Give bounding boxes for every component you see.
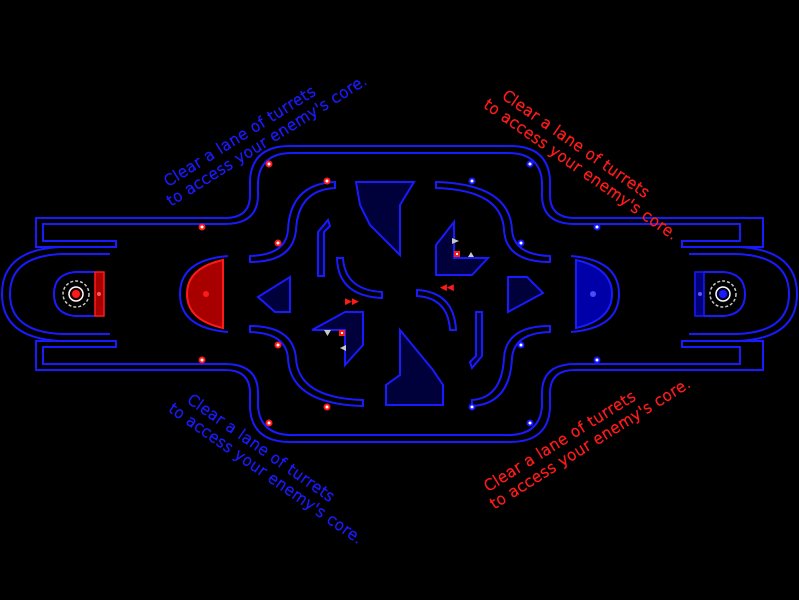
- pickup-icon: [339, 330, 345, 336]
- inner-lane-walls: [249, 180, 551, 408]
- arena-outer-wall: [0, 145, 799, 443]
- turret-icon: [198, 356, 206, 364]
- arc-left: [335, 257, 383, 300]
- turret-icon: [274, 341, 282, 349]
- message-line1: Clear a lane of turrets: [161, 82, 320, 190]
- red-turrets: [198, 160, 331, 427]
- pickup-icon: [452, 238, 459, 244]
- turret-icon: [593, 223, 601, 231]
- blue-spawn-shield: [570, 255, 621, 333]
- red-spawn-shield: [178, 255, 229, 333]
- blue-turrets: [468, 160, 601, 427]
- turret-icon: [265, 419, 273, 427]
- boost-arrow-icon: ◀◀: [440, 283, 454, 293]
- pickup-icon: [324, 330, 331, 336]
- turret-icon: [323, 403, 331, 411]
- message-line2: to access your enemy's core.: [487, 374, 694, 513]
- message-bottom-left: Clear a lane of turrets to access your e…: [165, 390, 367, 548]
- turret-icon: [323, 177, 331, 185]
- arc-right: [416, 288, 458, 331]
- blue-core: [694, 271, 747, 317]
- obstacle-top-center: [354, 181, 416, 258]
- turret-icon: [526, 160, 534, 168]
- svg-text:◀◀: ◀◀: [440, 283, 454, 293]
- pickups: [324, 238, 474, 351]
- obstacle-left-wedge: [256, 275, 291, 313]
- turret-icon: [468, 177, 476, 185]
- message-line1: Clear a lane of turrets: [499, 86, 653, 202]
- turret-icon: [593, 356, 601, 364]
- red-core: [52, 271, 105, 317]
- turret-icon: [526, 419, 534, 427]
- message-top-right: Clear a lane of turrets to access your e…: [480, 86, 682, 244]
- turret-icon: [274, 239, 282, 247]
- turret-icon: [517, 341, 525, 349]
- boost-arrow-icon: ▶▶: [345, 297, 359, 307]
- pickup-icon: [468, 252, 474, 257]
- pickup-icon: [454, 251, 460, 257]
- core-icon: [709, 280, 737, 308]
- pickup-icon: [340, 345, 346, 351]
- message-line2: to access your enemy's core.: [163, 71, 370, 210]
- obstacle-bottom-center: [385, 327, 444, 406]
- obstacle-slim-right: [468, 311, 483, 371]
- turret-icon: [468, 403, 476, 411]
- turret-icon: [265, 160, 273, 168]
- interior-obstacles: [256, 181, 545, 406]
- turret-icon: [198, 223, 206, 231]
- obstacle-slim-left: [317, 217, 332, 277]
- svg-text:▶▶: ▶▶: [345, 297, 359, 307]
- message-top-left: Clear a lane of turrets to access your e…: [160, 71, 371, 211]
- message-line1: Clear a lane of turrets: [184, 390, 338, 506]
- turret-icon: [517, 239, 525, 247]
- obstacle-right-wedge: [507, 276, 545, 314]
- obstacle-upper-right: [435, 219, 491, 276]
- core-icon: [62, 280, 90, 308]
- obstacle-lower-left: [311, 311, 364, 368]
